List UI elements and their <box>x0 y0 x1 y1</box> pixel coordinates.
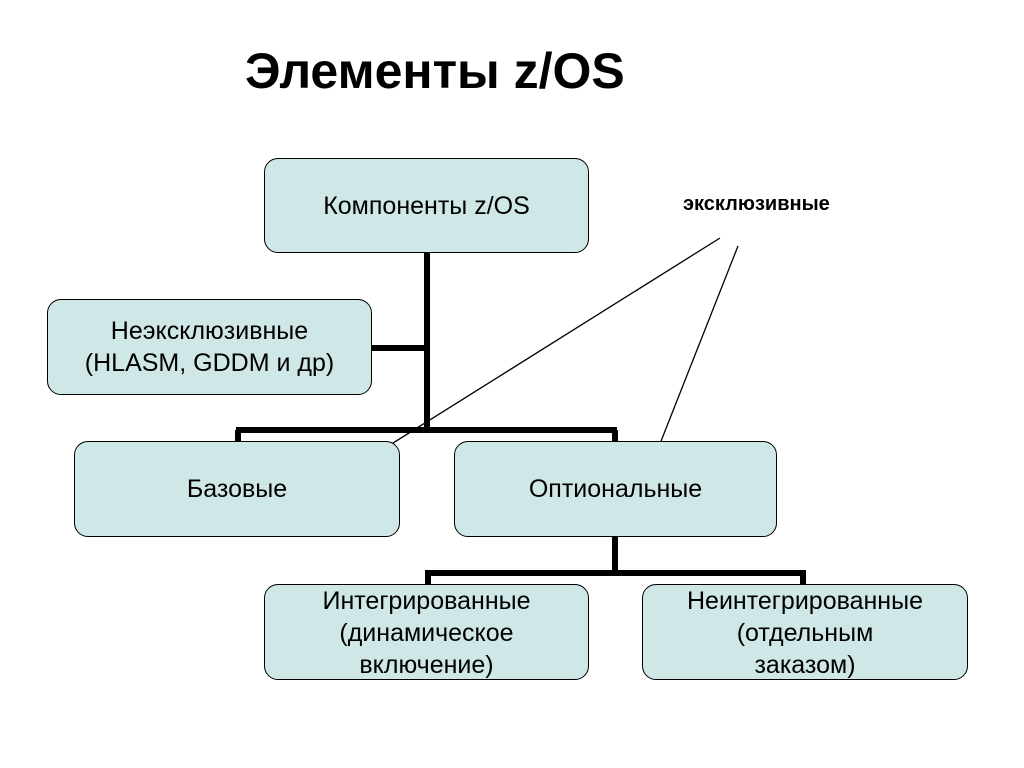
node-label: Базовые <box>186 475 288 503</box>
arrow-exclusive-to-base <box>349 237 721 471</box>
node-label: Компоненты z/OS <box>323 191 530 220</box>
node-base: Базовые <box>74 441 400 537</box>
node-label-line: включение) <box>359 651 494 679</box>
node-zos-components: Компоненты z/OS <box>264 158 589 253</box>
node-label-line: (HLASM, GDDM и др) <box>84 349 335 377</box>
node-integrated: Интегрированные (динамическое включение) <box>264 584 589 680</box>
node-label-line: Интегрированные <box>322 587 531 615</box>
node-label-line: заказом) <box>754 651 856 679</box>
node-label: Оптиональные <box>528 475 703 503</box>
exclusive-label: эксклюзивные <box>683 193 830 215</box>
node-nonintegrated: Неинтегрированные (отдельным заказом) <box>642 584 968 680</box>
node-label-line: (отдельным <box>736 619 874 647</box>
node-label-line: Неинтегрированные <box>687 587 923 615</box>
node-nonexclusive: Неэксклюзивные (HLASM, GDDM и др) <box>47 299 372 395</box>
node-label-line: (динамическое <box>339 619 514 647</box>
slide-title: Элементы z/OS <box>245 43 625 99</box>
node-label-line: Неэксклюзивные <box>110 317 309 345</box>
arrow-exclusive-to-optional <box>651 245 739 465</box>
node-optional: Оптиональные <box>454 441 777 537</box>
